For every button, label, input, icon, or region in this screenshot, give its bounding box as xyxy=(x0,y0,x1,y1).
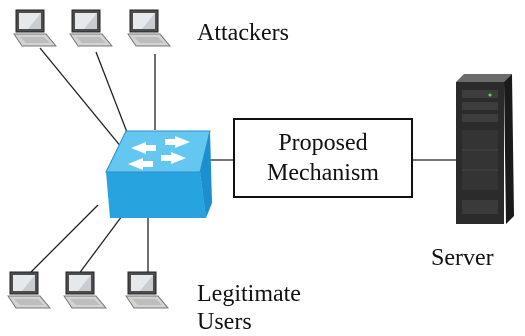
legitimate-label-line-1: Legitimate xyxy=(197,281,301,307)
legitimate-computers xyxy=(7,271,169,309)
laptop-icon xyxy=(13,9,57,47)
attacker-computers xyxy=(13,9,171,47)
connection-lines xyxy=(27,47,456,276)
legitimate-label-line-2: Users xyxy=(197,309,252,335)
attackers-label: Attackers xyxy=(197,20,289,46)
proposed-mechanism-box: Proposed Mechanism xyxy=(233,118,413,198)
laptop-icon xyxy=(63,271,107,309)
server-label: Server xyxy=(431,245,494,271)
link-legit-1 xyxy=(27,204,99,276)
laptop-icon xyxy=(69,9,113,47)
mechanism-line-1: Proposed xyxy=(278,130,368,156)
link-legit-2 xyxy=(77,215,123,276)
laptop-icon xyxy=(127,9,171,47)
server-tower-icon xyxy=(456,74,514,224)
mechanism-line-2: Mechanism xyxy=(267,160,379,186)
laptop-icon xyxy=(125,271,169,309)
network-switch-icon xyxy=(105,130,212,218)
link-attacker-1 xyxy=(39,47,123,149)
legitimate-users-label: Legitimate Users xyxy=(197,280,301,336)
laptop-icon xyxy=(7,271,51,309)
link-attacker-2 xyxy=(95,51,131,141)
